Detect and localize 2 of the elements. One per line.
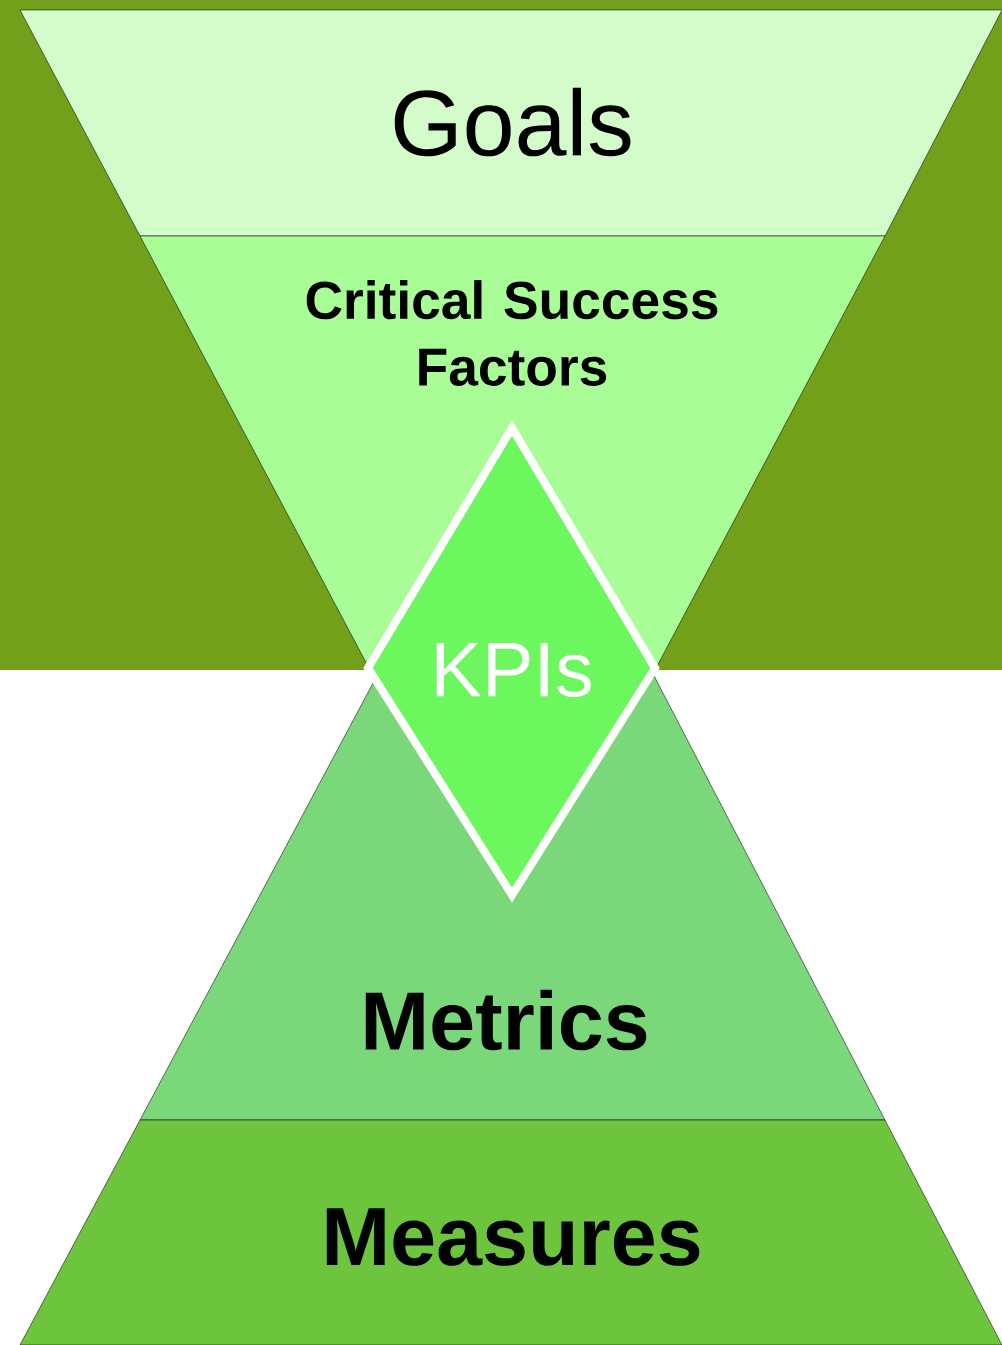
pyramid-band: Measures xyxy=(19,1119,1002,1345)
funnel-band: Goals xyxy=(19,9,1002,237)
